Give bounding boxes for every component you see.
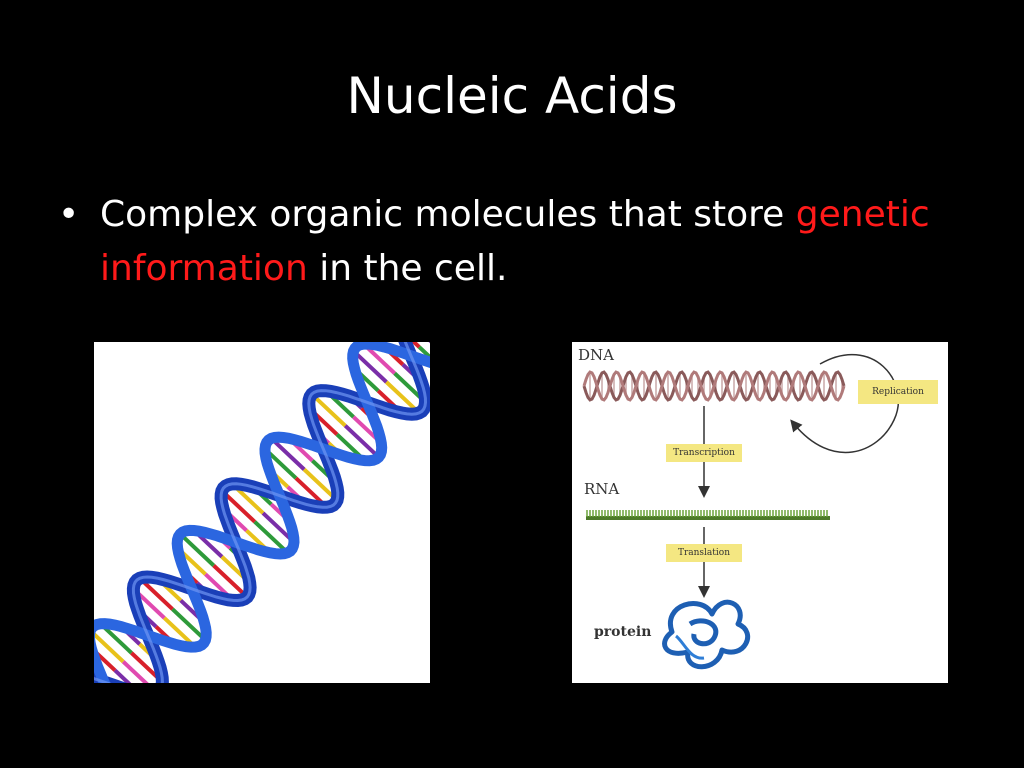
bullet-highlight: genetic information — [100, 194, 930, 289]
dna-helix-image — [94, 342, 430, 683]
rna-label: RNA — [584, 480, 620, 498]
bullet-text-end: in the cell. — [307, 248, 508, 289]
bullet-text: Complex organic molecules that store gen… — [100, 188, 958, 296]
rna-strand-icon — [586, 510, 830, 520]
central-dogma-graphics — [582, 353, 900, 670]
protein-label: protein — [594, 624, 652, 640]
replication-arrow-icon — [790, 353, 900, 454]
dna-double-helix-icon — [94, 342, 430, 683]
translation-label: Translation — [666, 544, 742, 562]
transcription-label: Transcription — [666, 444, 742, 462]
bullet-marker: • — [58, 194, 80, 235]
dna-strand-icon — [582, 370, 846, 402]
protein-icon — [662, 599, 751, 670]
bullet-text-start: Complex organic molecules that store — [100, 194, 796, 235]
slide-title: Nucleic Acids — [346, 67, 678, 125]
dna-label: DNA — [578, 346, 614, 364]
replication-label: Replication — [858, 380, 938, 404]
central-dogma-diagram: DNA Replication Transcription RNA Transl… — [572, 342, 948, 683]
